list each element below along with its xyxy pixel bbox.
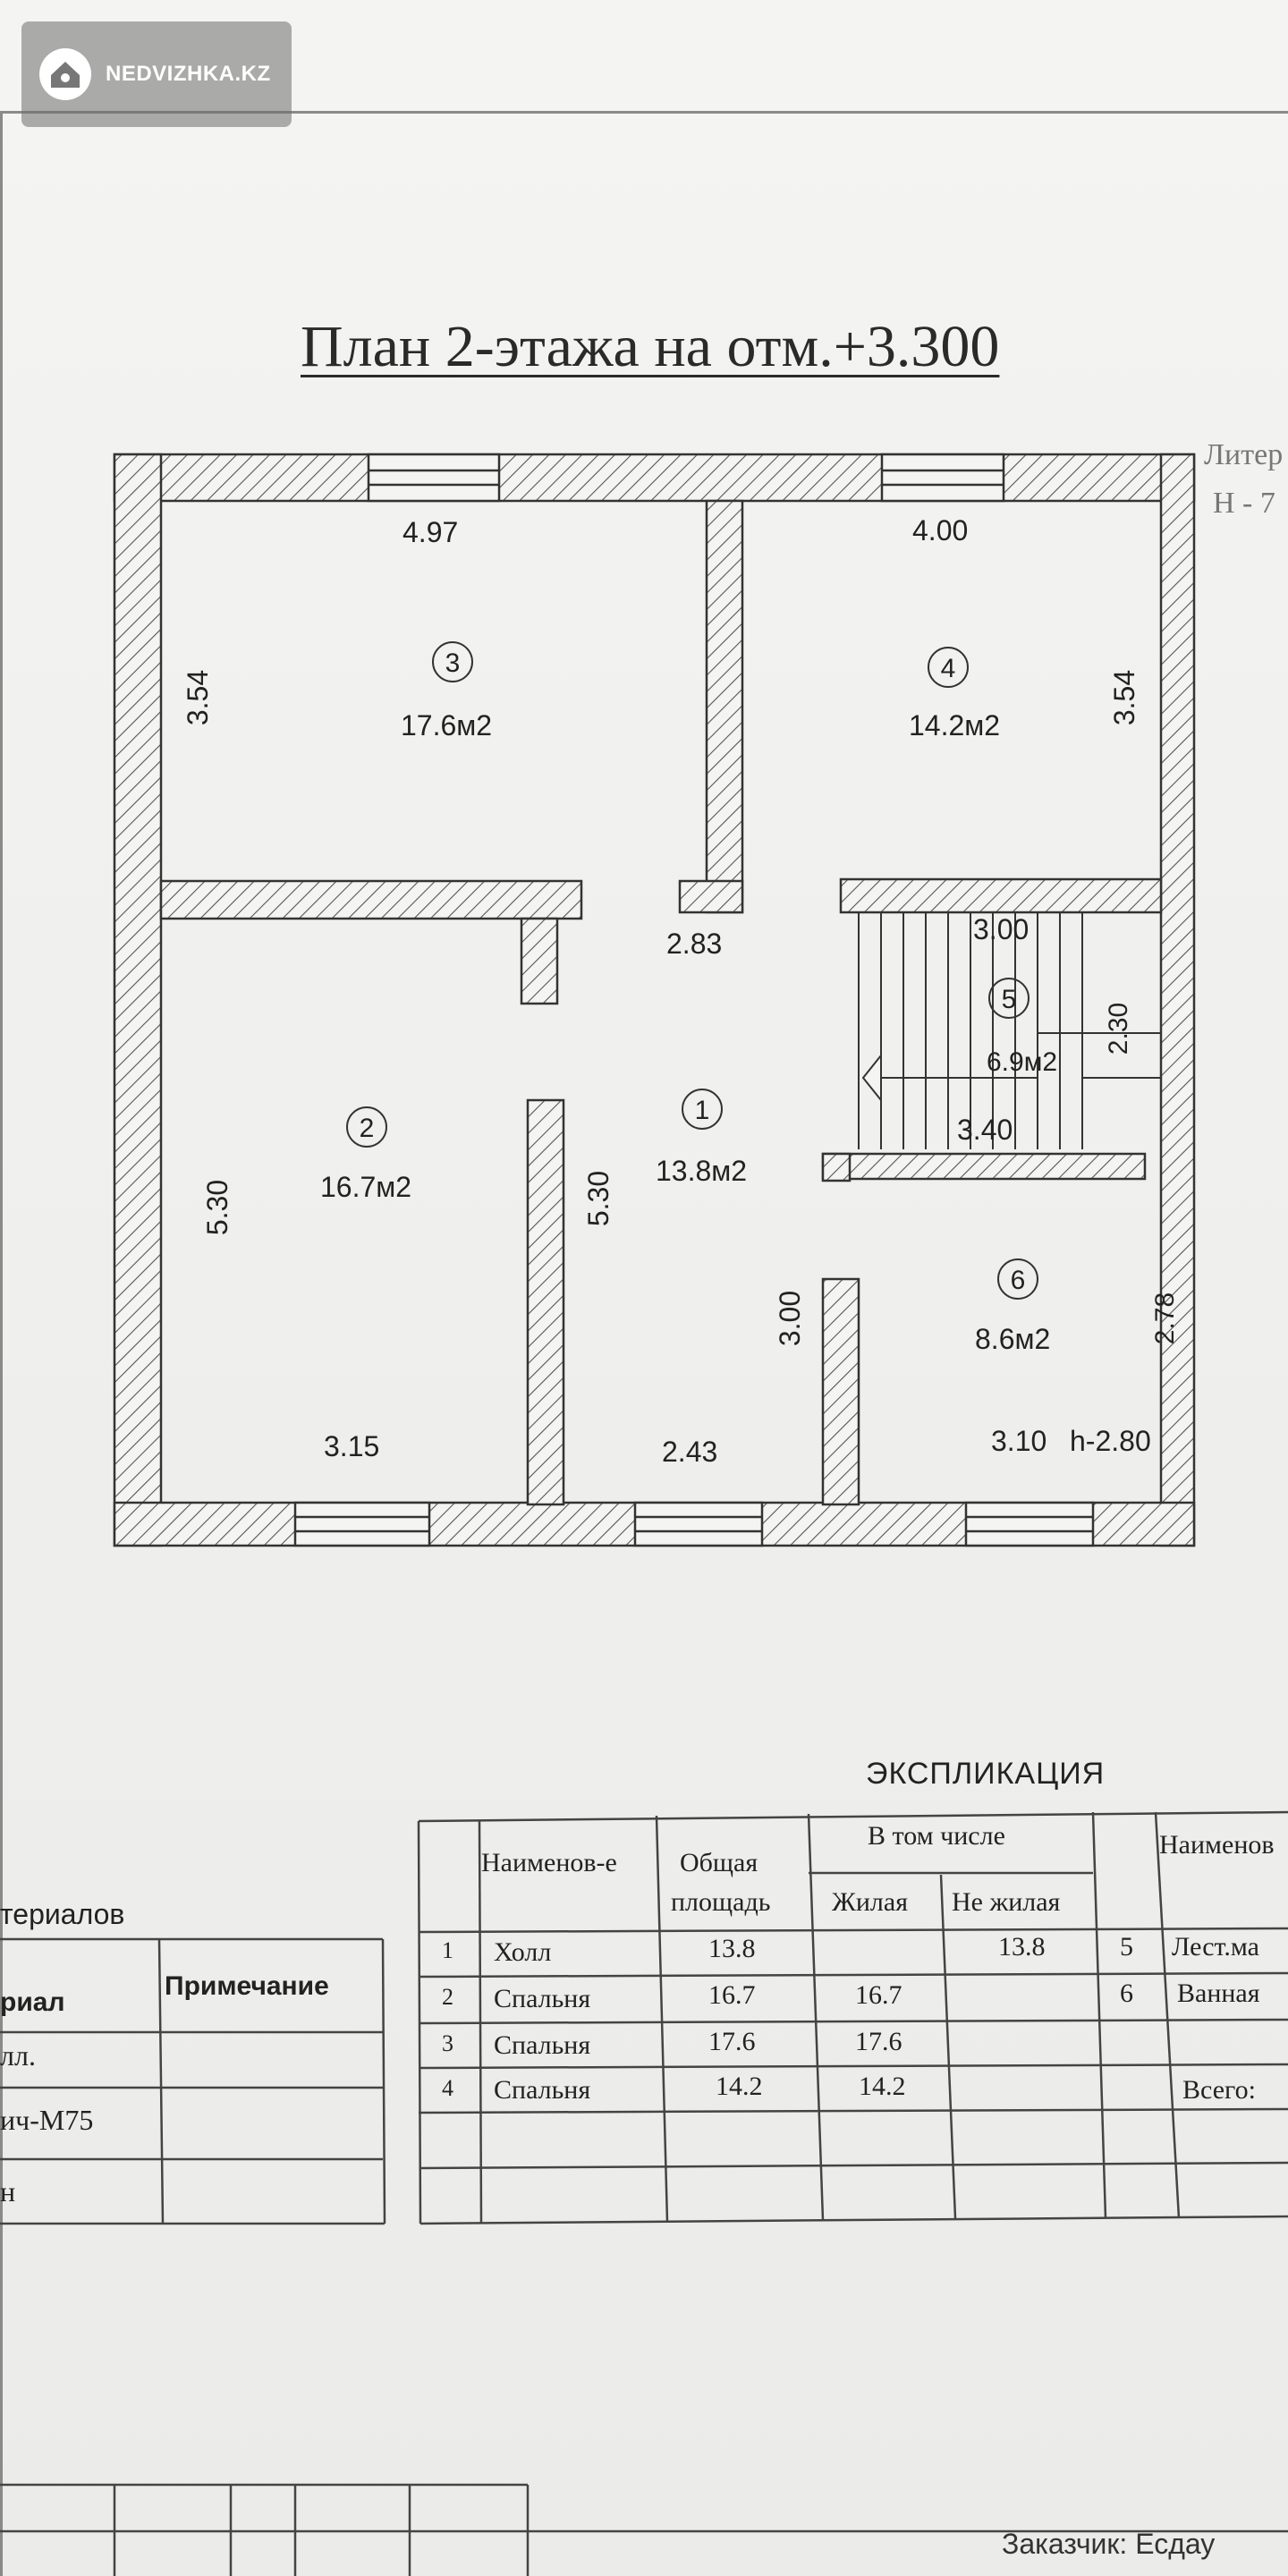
room-1-area: 13.8м2 [656, 1155, 747, 1187]
dim-hall-bottom: 2.43 [662, 1436, 717, 1468]
wall-stub [520, 917, 559, 1005]
dim-r2-height: 5.30 [201, 1180, 233, 1235]
materials-table-grid [0, 1937, 386, 2225]
customer-label: Заказчик: Есдау [1002, 2528, 1216, 2560]
wall-stair-corner [821, 1152, 852, 1182]
row-2-total: 16.7 [708, 1980, 756, 2010]
dim-r6-height: 2.78 [1150, 1292, 1180, 1344]
stair-arrow [861, 1053, 882, 1103]
dim-r4-width: 4.00 [912, 514, 968, 547]
explication-title: ЭКСПЛИКАЦИЯ [866, 1757, 1106, 1791]
materials-header-material: риал [0, 1987, 65, 2017]
row-2-living: 16.7 [855, 1980, 902, 2010]
header-total-line1: Общая [680, 1848, 758, 1877]
dim-hall-height: 5.30 [582, 1171, 614, 1226]
row-3-name: Спальня [494, 2030, 591, 2060]
wall-r3-r4 [705, 499, 744, 914]
stamp-grid [0, 2483, 1288, 2576]
header-total-line2: площадь [671, 1887, 771, 1917]
row-4-total: 14.2 [716, 2072, 763, 2101]
dim-r4-height: 3.54 [1108, 670, 1140, 725]
dim-ceiling-height: h-2.80 [1070, 1425, 1151, 1457]
explication-table-grid [417, 1810, 1288, 2225]
wall-r3-r4-foot [678, 879, 744, 914]
dim-stair-height: 2.30 [1104, 1003, 1133, 1055]
right-row-5-name: Лест.ма [1172, 1932, 1259, 1962]
wall-stair-top [839, 877, 1163, 914]
header-living: Жилая [832, 1887, 909, 1917]
room-5-number: 5 [1002, 985, 1017, 1014]
row-3-num: 3 [442, 2030, 453, 2056]
windows [293, 453, 1095, 1547]
room-4-area: 14.2м2 [909, 709, 1000, 741]
row-2-num: 2 [442, 1984, 453, 2010]
materials-title: териалов [0, 1898, 125, 1930]
row-4-living: 14.2 [859, 2072, 906, 2101]
right-row-6-num: 6 [1120, 1979, 1133, 2008]
room-markers [346, 641, 1038, 1300]
materials-row-2: ич-М75 [0, 2104, 94, 2136]
wall-left [113, 453, 163, 1547]
dim-stair-bottom: 3.40 [957, 1114, 1013, 1146]
room-6-number: 6 [1011, 1266, 1026, 1295]
dim-r3-height: 3.54 [182, 670, 214, 725]
room-2-number: 2 [360, 1114, 375, 1143]
materials-row-3: н [0, 2175, 16, 2207]
wall-r2-hall [526, 1098, 565, 1506]
room-2-area: 16.7м2 [320, 1171, 411, 1203]
wall-top [113, 453, 1196, 503]
wall-stair-bottom [821, 1152, 1147, 1181]
dim-r2-width: 3.15 [324, 1430, 379, 1462]
wall-r3-r2 [159, 879, 583, 920]
window-r2 [293, 1501, 431, 1547]
wall-right [1159, 453, 1196, 1547]
room-4-number: 4 [941, 654, 956, 683]
row-4-name: Спальня [494, 2075, 591, 2105]
row-2-name: Спальня [494, 1984, 591, 2013]
materials-row-1: лл. [0, 2039, 36, 2072]
row-4-num: 4 [442, 2075, 453, 2101]
window-r4 [880, 453, 1005, 503]
header-name: Наименов-е [481, 1848, 617, 1877]
right-row-6-name: Ванная [1177, 1979, 1260, 2008]
row-1-total: 13.8 [708, 1934, 756, 1963]
materials-header-note: Примечание [165, 1971, 329, 2001]
room-3-area: 17.6м2 [401, 709, 492, 741]
row-1-num: 1 [442, 1937, 453, 1963]
wall-hall-r6 [821, 1277, 860, 1506]
header-name-right: Наименов [1159, 1830, 1275, 1860]
window-hall [633, 1501, 764, 1547]
room-1-number: 1 [695, 1096, 710, 1125]
sheet-border-left [0, 111, 3, 2576]
room-5-area: 6.9м2 [987, 1047, 1057, 1077]
row-3-total: 17.6 [708, 2027, 756, 2056]
window-r6 [964, 1501, 1095, 1547]
header-nonliving: Не жилая [952, 1887, 1061, 1917]
window-r3 [367, 453, 501, 503]
watermark-text: NEDVIZHKA.KZ [106, 62, 271, 86]
plan-title: План 2-этажа на отм.+3.300 [301, 314, 1000, 379]
staircase [858, 912, 1161, 1149]
dim-r6-width: 3.10 [991, 1425, 1046, 1457]
dim-hall-top: 2.83 [666, 928, 722, 960]
dim-r3-width: 4.97 [402, 516, 458, 548]
row-3-living: 17.6 [855, 2027, 902, 2056]
room-6-area: 8.6м2 [975, 1323, 1050, 1355]
row-1-name: Холл [494, 1937, 552, 1967]
dim-hall-side: 3.00 [774, 1291, 806, 1346]
right-row-total-name: Всего: [1182, 2075, 1256, 2105]
liter-label: Литер [1204, 438, 1284, 471]
right-row-5-num: 5 [1120, 1932, 1133, 1962]
row-1-nonliving: 13.8 [998, 1932, 1046, 1962]
sheet-border-top [0, 111, 1288, 114]
watermark-badge: NEDVIZHKA.KZ [21, 21, 292, 127]
walls [113, 453, 1196, 1547]
house-icon [39, 48, 91, 100]
dim-stair-top: 3.00 [973, 913, 1029, 945]
liter-value: Н - 7 [1213, 487, 1275, 520]
header-including: В том числе [868, 1821, 1005, 1851]
room-3-number: 3 [445, 648, 461, 678]
